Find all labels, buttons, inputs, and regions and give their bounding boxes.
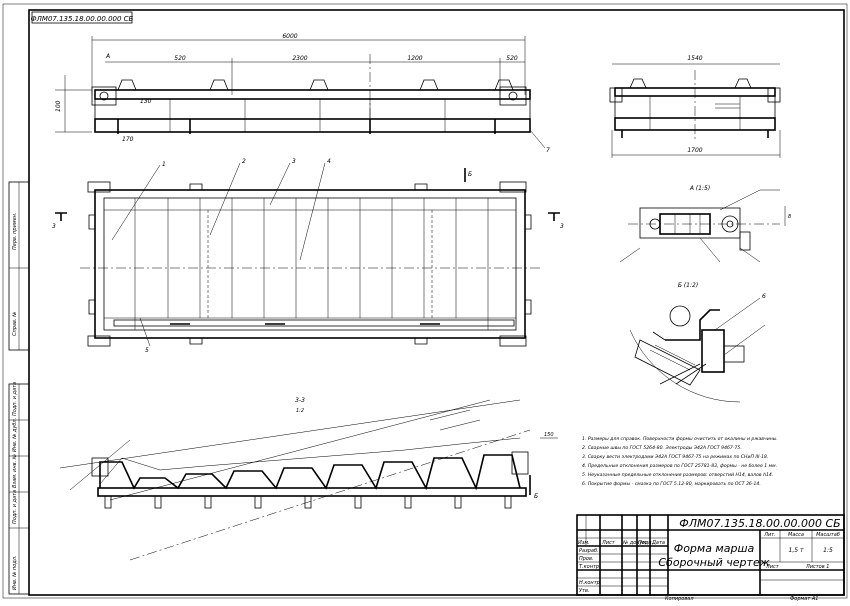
tb-name-2: Сборочный чертеж: [658, 556, 769, 569]
tb-role-1: Пров.: [579, 556, 594, 562]
tb-designation: ФЛМ07.135.18.00.00.000 СБ: [679, 517, 840, 530]
dim-seg-0: 520: [174, 55, 186, 62]
side-dim-bottom: 1700: [687, 147, 702, 154]
section-label: 3-3: [295, 397, 305, 404]
side-stamp-4: Взам. инв. №: [12, 454, 18, 488]
section-mark-a: А: [105, 53, 110, 60]
tb-scale: 1:5: [823, 547, 833, 554]
section-dim-150: 150: [544, 432, 554, 438]
cut-mark-left: 3: [52, 223, 56, 230]
tb-head-0: Изм.: [578, 540, 590, 546]
dim-seg-2: 1200: [407, 55, 422, 62]
side-stamp-3: Инв. № дубл.: [12, 418, 18, 452]
plan-view: 3 3 Б 1 2 3 4 5: [52, 158, 564, 354]
format-label: Формат A1: [790, 596, 818, 602]
side-dim-top: 1540: [687, 55, 702, 62]
leader-4: 4: [327, 158, 331, 165]
note-0: 1. Размеры для справок. Поверхности форм…: [582, 436, 778, 442]
side-stamp-5: Подп. и дата: [12, 490, 18, 524]
note-2: 3. Сварку вести электродами Э42А ГОСТ 94…: [582, 454, 768, 460]
note-5: 6. Покрытие формы - смазка по ГОСТ 5.12-…: [582, 481, 761, 487]
leader-2: 2: [242, 158, 246, 165]
detail-b-label: Б (1:2): [678, 282, 698, 289]
stamp-code: ФЛМ07.135.18.00.00.000 СБ: [31, 15, 134, 23]
technical-notes: 1. Размеры для справок. Поверхности форм…: [582, 436, 778, 487]
section-3-3-view: 3-3 1:2 150 Б: [59, 397, 558, 561]
section-mark-b2: Б: [534, 493, 538, 500]
dim-height: 100: [55, 100, 62, 112]
tb-head-3: Подп.: [638, 540, 653, 546]
tb-role-2: Т.контр.: [579, 564, 601, 570]
title-block: ФЛМ07.135.18.00.00.000 СБ Форма марша Сб…: [576, 514, 845, 596]
section-sublabel: 1:2: [296, 408, 304, 414]
leader-6: 6: [762, 293, 766, 300]
tb-head-2: № докум.: [622, 540, 648, 546]
side-stamp: Перв. примен. Справ. № Подп. и дата Инв.…: [8, 181, 30, 595]
note-1: 2. Сварные швы по ГОСТ 5264-80. Электрод…: [582, 445, 742, 451]
leader-5: 5: [145, 347, 149, 354]
detail-b-view: Б (1:2) 6: [629, 282, 766, 403]
leader-1: 1: [162, 161, 166, 168]
dim-130: 130: [140, 98, 152, 105]
leader-7: 7: [546, 147, 550, 154]
tb-name-1: Форма марша: [674, 542, 755, 555]
side-stamp-1: Справ. №: [12, 312, 18, 336]
leader-3: 3: [292, 158, 296, 165]
tb-sheets: Листов 1: [805, 564, 829, 570]
side-stamp-2: Подп. и дата: [12, 382, 18, 416]
tb-col-scale: Масштаб: [816, 532, 840, 538]
tb-role-4: Утв.: [579, 588, 590, 594]
tb-role-0: Разраб.: [579, 548, 599, 554]
copied-label: Копировал: [665, 596, 694, 602]
note-4: 5. Неуказанные предельные отклонения раз…: [582, 472, 773, 478]
tb-head-4: Дата: [651, 540, 665, 546]
detail-a-dim: 8: [788, 214, 791, 220]
tb-role-3: Н.контр.: [579, 580, 601, 586]
stamp-code-box: [31, 11, 133, 24]
dim-170: 170: [122, 136, 134, 143]
dim-seg-1: 2300: [292, 55, 307, 62]
tb-col-mass: Масса: [788, 532, 804, 538]
tb-head-1: Лист: [601, 540, 616, 546]
dim-overall: 6000: [282, 33, 297, 40]
detail-a-label: А (1:5): [689, 185, 710, 192]
side-stamp-0: Перв. примен.: [12, 212, 18, 250]
tb-sheet: Лист: [765, 564, 780, 570]
side-elevation-view: 1540 1700: [609, 55, 781, 158]
tb-col-lit: Лит.: [763, 532, 776, 538]
detail-a-view: А (1:5) 8: [619, 185, 791, 263]
side-stamp-6: Инв. № подл.: [12, 556, 18, 591]
cut-mark-b: Б: [468, 171, 472, 178]
dim-seg-3: 520: [506, 55, 518, 62]
outer-border: [2, 3, 848, 599]
tb-mass: 1,5 т: [789, 547, 804, 554]
front-elevation-view: 6000 520 2300 1200 520 А: [55, 33, 550, 154]
cut-mark-right: 3: [560, 223, 564, 230]
note-3: 4. Предельные отклонения размеров по ГОС…: [582, 463, 777, 469]
